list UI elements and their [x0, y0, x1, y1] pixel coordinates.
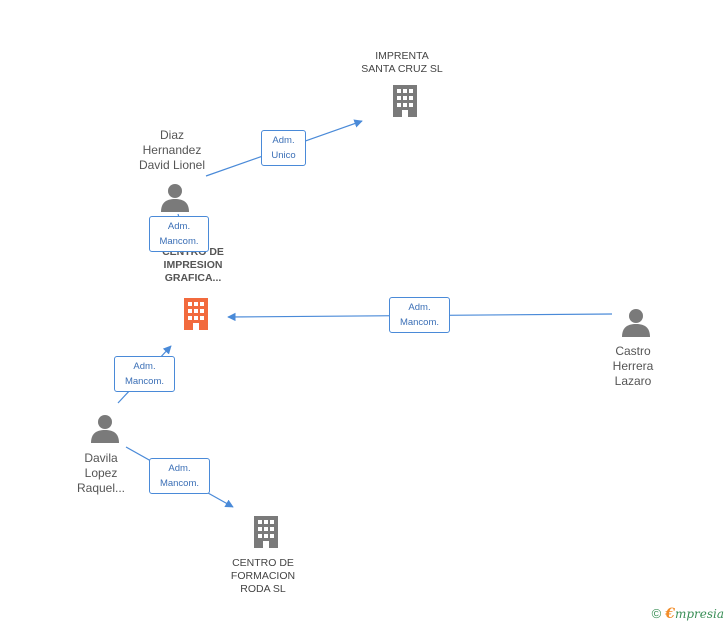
role-line: Mancom.	[159, 478, 200, 489]
person-label-davila[interactable]: Davila Lopez Raquel...	[56, 451, 146, 496]
brand-watermark: ©€mpresia	[652, 606, 724, 622]
label-line: David Lionel	[138, 158, 206, 172]
role-badge-castro-centro[interactable]: Adm. Mancom.	[389, 297, 450, 333]
copyright-icon: ©	[651, 606, 662, 621]
person-label-diaz[interactable]: Diaz Hernandez David Lionel	[122, 128, 222, 173]
building-icon[interactable]	[251, 515, 281, 549]
role-line: Adm.	[272, 135, 295, 146]
role-line: Mancom.	[399, 317, 440, 328]
role-line: Adm.	[167, 221, 191, 232]
person-icon[interactable]	[90, 414, 120, 444]
label-line: Castro	[615, 344, 651, 358]
label-line: Davila	[84, 451, 118, 465]
label-line: IMPRENTA	[375, 50, 429, 62]
role-line: Mancom.	[159, 236, 199, 247]
building-focus-icon[interactable]	[181, 297, 211, 331]
label-line: RODA SL	[240, 583, 286, 595]
person-icon[interactable]	[160, 183, 190, 213]
person-label-castro[interactable]: Castro Herrera Lazaro	[588, 344, 678, 389]
company-label-centro-formacion[interactable]: CENTRO DE FORMACION RODA SL	[208, 557, 318, 596]
label-line: CENTRO DE	[232, 557, 294, 569]
label-line: Lazaro	[614, 374, 652, 388]
role-line: Adm.	[408, 302, 431, 313]
label-line: Raquel...	[76, 481, 126, 495]
company-label-imprenta[interactable]: IMPRENTA SANTA CRUZ SL	[342, 50, 462, 76]
role-badge-davila-centro[interactable]: Adm. Mancom.	[114, 356, 175, 392]
role-badge-diaz-imprenta[interactable]: Adm. Unico	[261, 130, 306, 166]
role-badge-davila-formacion[interactable]: Adm. Mancom.	[149, 458, 210, 494]
label-line: Diaz	[159, 128, 184, 142]
role-line: Adm.	[133, 361, 156, 372]
role-line: Unico	[271, 150, 296, 161]
brand-name: mpresia	[674, 607, 724, 621]
role-line: Adm.	[168, 463, 191, 474]
role-badge-diaz-centro[interactable]: Adm. Mancom.	[149, 216, 209, 252]
label-line: Hernandez	[142, 143, 202, 157]
label-line: FORMACION	[230, 570, 296, 582]
label-line: SANTA CRUZ SL	[361, 63, 443, 75]
label-line: IMPRESION	[163, 259, 223, 271]
brand-initial: €	[665, 606, 675, 622]
role-line: Mancom.	[124, 376, 165, 387]
label-line: GRAFICA...	[164, 272, 222, 284]
label-line: Lopez	[84, 466, 118, 480]
person-icon[interactable]	[621, 308, 651, 338]
building-icon[interactable]	[390, 84, 420, 118]
label-line: Herrera	[612, 359, 654, 373]
